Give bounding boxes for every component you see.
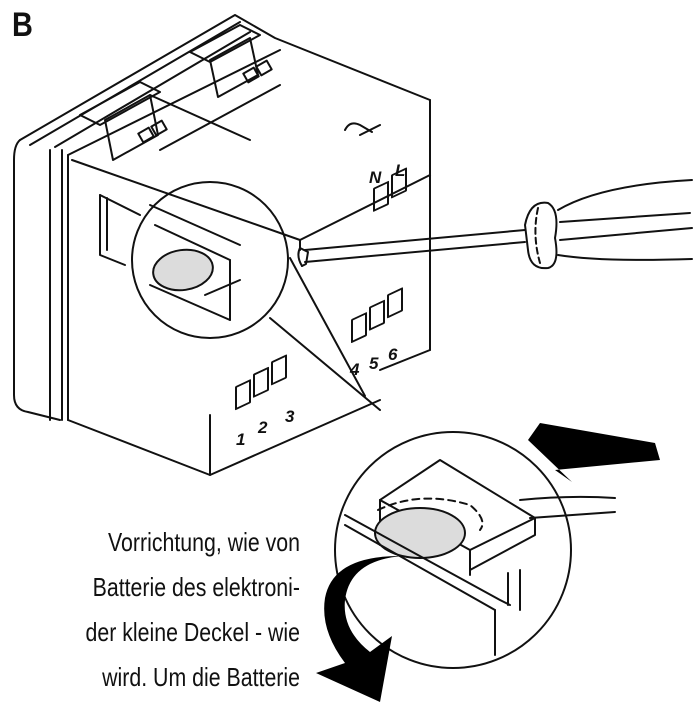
- text-line-4: wird. Um die Batterie: [102, 662, 300, 692]
- terminal-label-2: 2: [257, 418, 268, 437]
- terminal-label-n: N: [369, 168, 382, 187]
- push-arrow-icon: [528, 423, 660, 482]
- terminals-123: 1 2 3: [235, 354, 295, 449]
- screwdriver-icon: [297, 179, 693, 270]
- figure-label: B: [12, 6, 33, 44]
- terminal-label-l: L: [395, 161, 405, 180]
- terminal-label-3: 3: [285, 407, 295, 426]
- rotate-arrow-icon: [316, 555, 403, 702]
- text-line-2: Batterie des elektroni-: [92, 572, 300, 602]
- text-line-1: Vorrichtung, wie von: [108, 527, 300, 557]
- terminal-label-4: 4: [349, 360, 360, 379]
- battery-detail-circle: [334, 431, 616, 669]
- terminal-label-6: 6: [388, 345, 398, 364]
- magnifier-circle: [131, 181, 381, 411]
- instruction-text: Vorrichtung, wie von Batterie des elektr…: [0, 520, 300, 700]
- text-line-3: der kleine Deckel - wie: [85, 617, 300, 647]
- terminal-label-1: 1: [236, 430, 245, 449]
- terminals-456: 4 5 6: [349, 287, 403, 379]
- terminals-nl: N L: [369, 161, 407, 212]
- terminal-label-5: 5: [369, 354, 379, 373]
